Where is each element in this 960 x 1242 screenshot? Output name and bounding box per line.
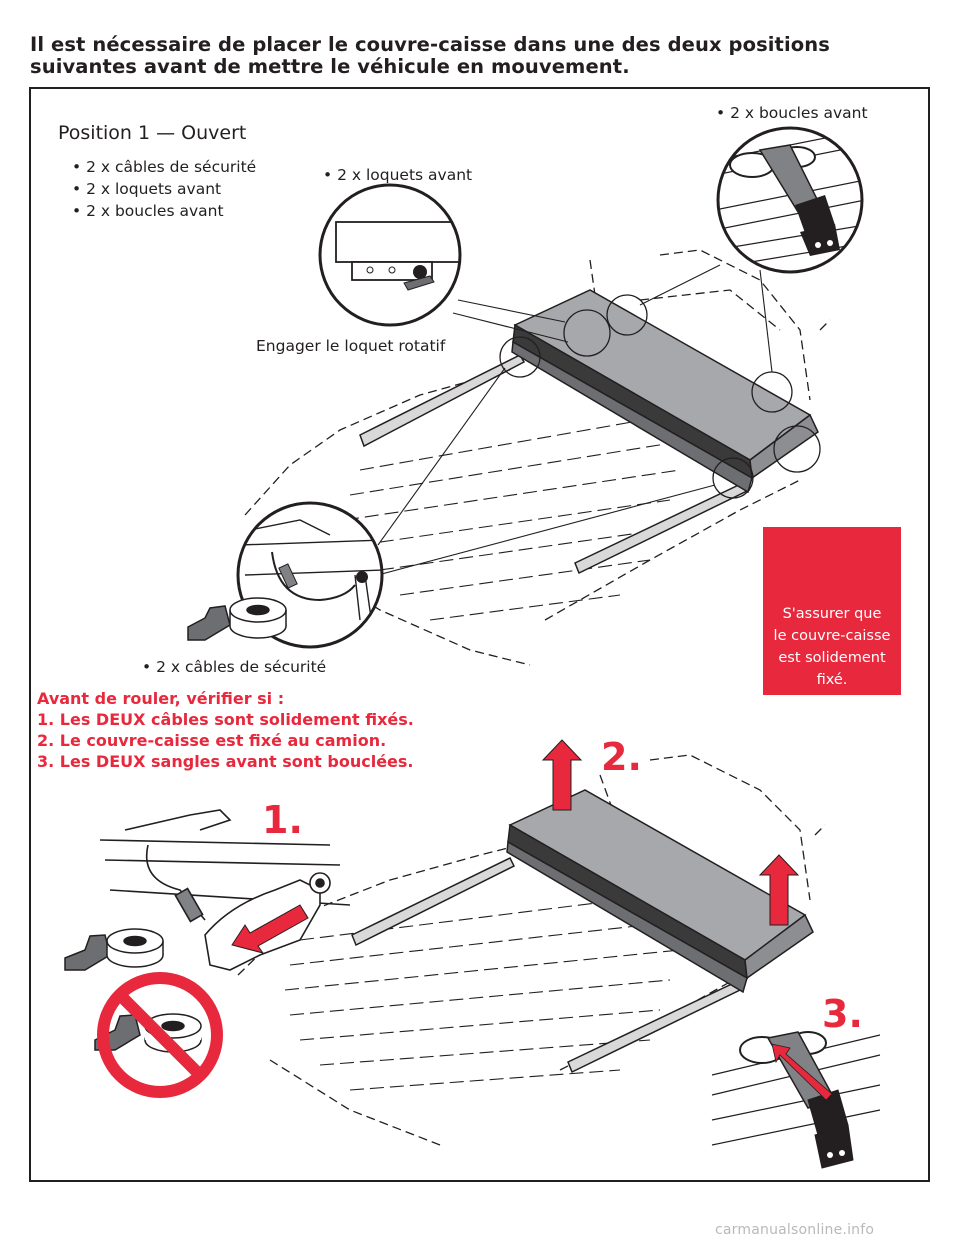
- checklist-item: 1. Les DEUX câbles sont solidement fixés…: [37, 710, 414, 729]
- bed-rail-right-bottom: [567, 981, 742, 1074]
- rolled-cover-top: [511, 289, 819, 494]
- pull-arrow-icon: [231, 904, 309, 954]
- checklist-item: 2. Le couvre-caisse est fixé au camion.: [37, 731, 387, 750]
- prohibited-icon: [97, 972, 223, 1098]
- callout-front-latches: • 2 x loquets avant: [323, 166, 473, 184]
- strap-reel-bottom: [64, 928, 164, 971]
- bed-rail-left-top: [359, 354, 526, 448]
- position-title: Position 1 — Ouvert: [58, 122, 247, 144]
- watermark: carmanualsonline.info: [715, 1222, 875, 1238]
- step-1-label: 1.: [262, 798, 303, 842]
- position-items: • 2 x câbles de sécurité • 2 x loquets a…: [72, 156, 256, 222]
- tighten-arrow-icon: [771, 1043, 833, 1101]
- cable-release-scene: [99, 809, 351, 971]
- illustration-frame: [29, 87, 930, 1182]
- buckle-detail-ring: [716, 126, 864, 274]
- buckle-detail: [718, 128, 862, 272]
- latch-detail: [320, 185, 460, 325]
- latch-detail-ring: [318, 183, 462, 327]
- warning-box: S'assurer que le couvre-caisse est solid…: [763, 527, 901, 695]
- checklist-title: Avant de rouler, vérifier si :: [37, 689, 285, 708]
- checklist-item: 3. Les DEUX sangles avant sont bouclées.: [37, 752, 414, 771]
- strap-reel-top: [187, 597, 287, 641]
- bed-floor-lines-top: [344, 409, 701, 621]
- callout-safety-cables: • 2 x câbles de sécurité: [142, 658, 327, 676]
- position-item: • 2 x loquets avant: [72, 180, 222, 198]
- leader-lines-top: [377, 264, 773, 576]
- step-2-label: 2.: [601, 735, 642, 779]
- checklist: Avant de rouler, vérifier si : 1. Les DE…: [37, 688, 414, 772]
- cable-detail-ring: [236, 501, 384, 649]
- warning-text: S'assurer que le couvre-caisse est solid…: [773, 606, 891, 688]
- position-item: • 2 x boucles avant: [72, 202, 224, 220]
- position-item: • 2 x câbles de sécurité: [72, 158, 257, 176]
- lift-arrow-icon: [541, 739, 800, 926]
- rolled-cover-bottom: [506, 789, 814, 994]
- step-3-label: 3.: [822, 992, 863, 1036]
- intro-text: Il est nécessaire de placer le couvre-ca…: [30, 33, 830, 78]
- bed-rail-left-bottom: [351, 857, 516, 947]
- callout-front-buckles: • 2 x boucles avant: [716, 104, 868, 122]
- callout-rotary-latch: Engager le loquet rotatif: [256, 337, 446, 355]
- buckle-closeup-bottom: [711, 1031, 881, 1169]
